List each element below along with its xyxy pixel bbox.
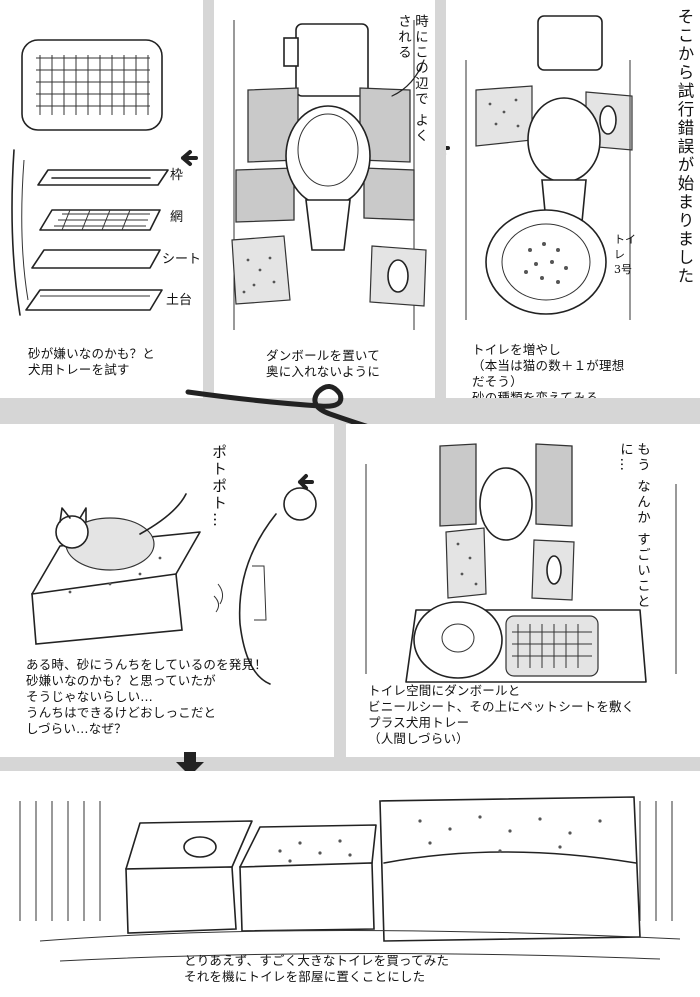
sfx-poto-poto: ポトポト… — [210, 444, 228, 529]
gutter-v2 — [435, 0, 446, 398]
down-arrow-icon — [176, 752, 204, 776]
panel-big-toilet: とりあえず、すごく大きなトイレを買ってみた それを機にトイレを部屋に置くことにし… — [0, 771, 700, 997]
label-base: 土台 — [166, 293, 193, 308]
label-net: 網 — [170, 210, 184, 225]
label-toilet-3: トイレ 3号 — [614, 233, 636, 276]
panel-dog-tray: 枠 網 シート 土台 砂が嫌いなのかも？と 犬用トレーを試す — [0, 0, 203, 398]
panel-cardboard-note: 時にこの辺で よくされる — [395, 14, 428, 145]
gutter-v1 — [203, 0, 214, 398]
more-toilets-illustration — [446, 15, 633, 320]
big-toilet-illustration — [19, 796, 681, 962]
page-title: そこから試行錯誤が始まりました — [675, 8, 694, 286]
panel-more-toilets-caption: トイレを増やし （本当は猫の数＋１が理想だそう） 砂の種類を変えてみる — [472, 342, 625, 398]
panel-more-toilets: トイレ 3号 トイレを増やし （本当は猫の数＋１が理想だそう） 砂の種類を変えて… — [446, 0, 636, 398]
panel-dog-tray-caption: 砂が嫌いなのかも？と 犬用トレーを試す — [28, 346, 156, 377]
panel-toilet-space: もう なんか すごいことに… トイレ空間にダンボールと ビニールシート、その上に… — [346, 424, 700, 757]
dog-tray-illustration — [11, 39, 198, 316]
panel-toilet-space-note: もう なんか すごいことに… — [617, 442, 650, 610]
panel-cat-discovery-caption: ある時、砂にうんちをしているのを発見！ 砂嫌いなのかも？と思っていたが そうじゃ… — [26, 657, 267, 736]
panel-cardboard: 時にこの辺で よくされる ダンボールを置いて 奥に入れないように — [214, 0, 435, 398]
toilet-space-illustration — [365, 443, 677, 683]
panel-big-toilet-caption: とりあえず、すごく大きなトイレを買ってみた それを機にトイレを部屋に置くことにし… — [184, 953, 450, 984]
panel-toilet-space-caption: トイレ空間にダンボールと ビニールシート、その上にペットシートを敷く プラス犬用… — [368, 683, 635, 746]
cardboard-illustration — [231, 20, 427, 330]
panel-cardboard-caption: ダンボールを置いて 奥に入れないように — [266, 348, 381, 379]
label-sheet: シート — [162, 252, 202, 267]
cat-illustration — [31, 474, 317, 685]
gutter-h2 — [0, 757, 700, 771]
panel-cat-discovery: ポトポト… ある時、砂にうんちをしているのを発見！ 砂嫌いなのかも？と思っていた… — [0, 424, 334, 757]
label-frame: 枠 — [170, 168, 184, 183]
gutter-v3 — [334, 424, 346, 757]
